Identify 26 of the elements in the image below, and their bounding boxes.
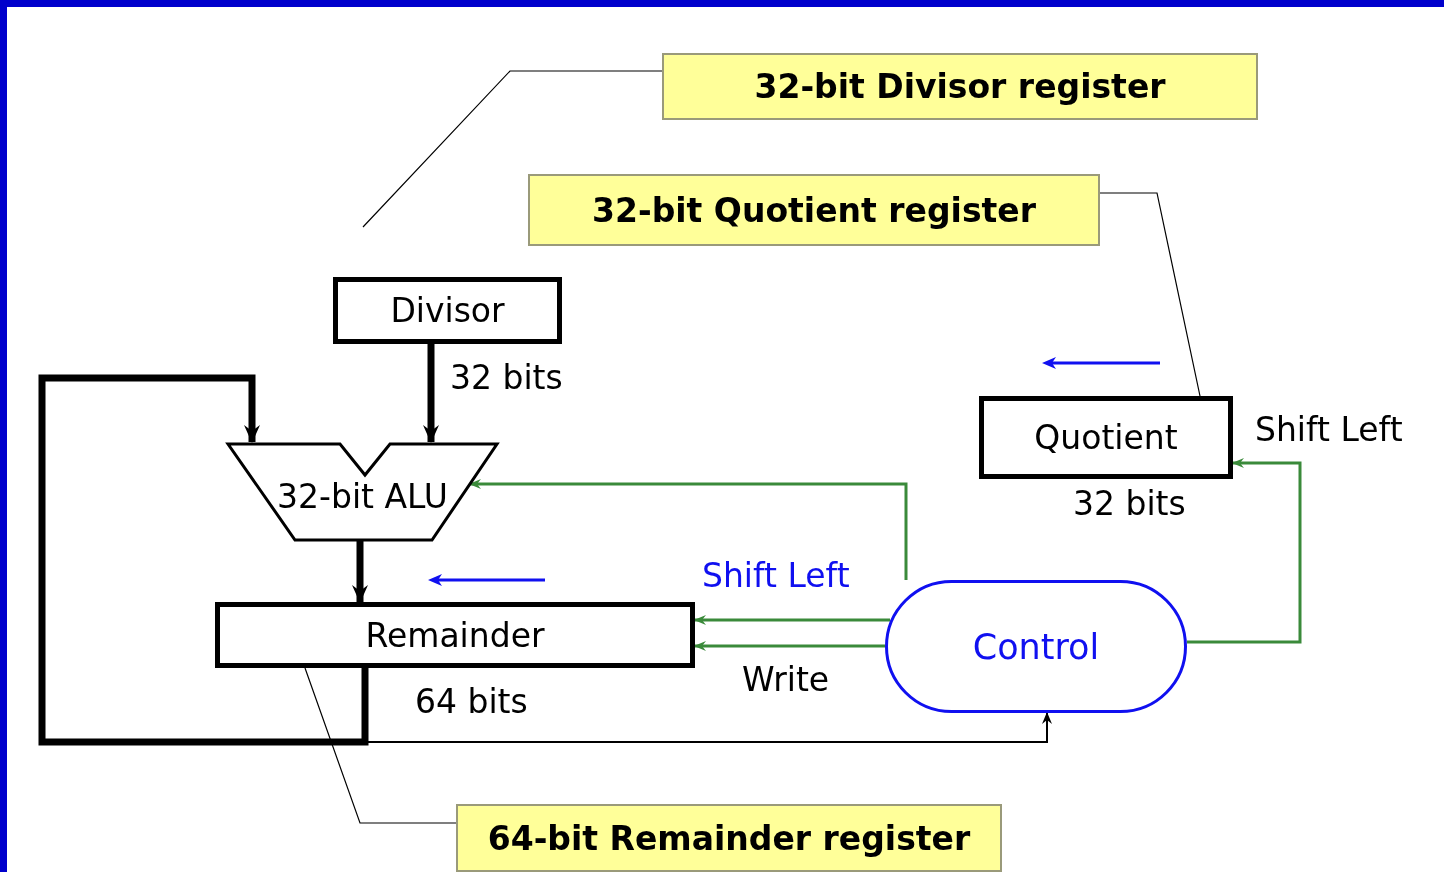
node-label: Quotient — [1034, 418, 1178, 457]
node-label: Remainder — [365, 615, 545, 655]
node-label: 64-bit Remainder register — [487, 818, 971, 858]
alu-shape — [228, 442, 497, 540]
node-label: Control — [972, 626, 1100, 667]
node-label: 32-bit ALU — [277, 476, 448, 516]
leader-line — [362, 70, 663, 228]
register-box — [979, 396, 1233, 479]
leader-line — [1099, 192, 1201, 397]
arrow — [694, 615, 890, 625]
arrow — [423, 344, 439, 443]
node-label: 32-bit Divisor register — [754, 67, 1166, 106]
register-note — [528, 174, 1100, 246]
register-box — [215, 602, 695, 668]
register-box — [333, 277, 562, 344]
arrow — [694, 641, 885, 651]
register-note — [662, 53, 1258, 120]
arrow — [38, 374, 369, 746]
node-label: 32-bit Quotient register — [592, 190, 1036, 230]
bit-width-label: 64 bits — [415, 682, 528, 721]
arrow — [352, 540, 368, 603]
bit-width-label: 32 bits — [1073, 484, 1186, 523]
arrow — [1187, 458, 1302, 644]
leader-line — [304, 667, 457, 824]
node-label: Divisor — [390, 291, 505, 330]
register-note — [456, 804, 1002, 872]
